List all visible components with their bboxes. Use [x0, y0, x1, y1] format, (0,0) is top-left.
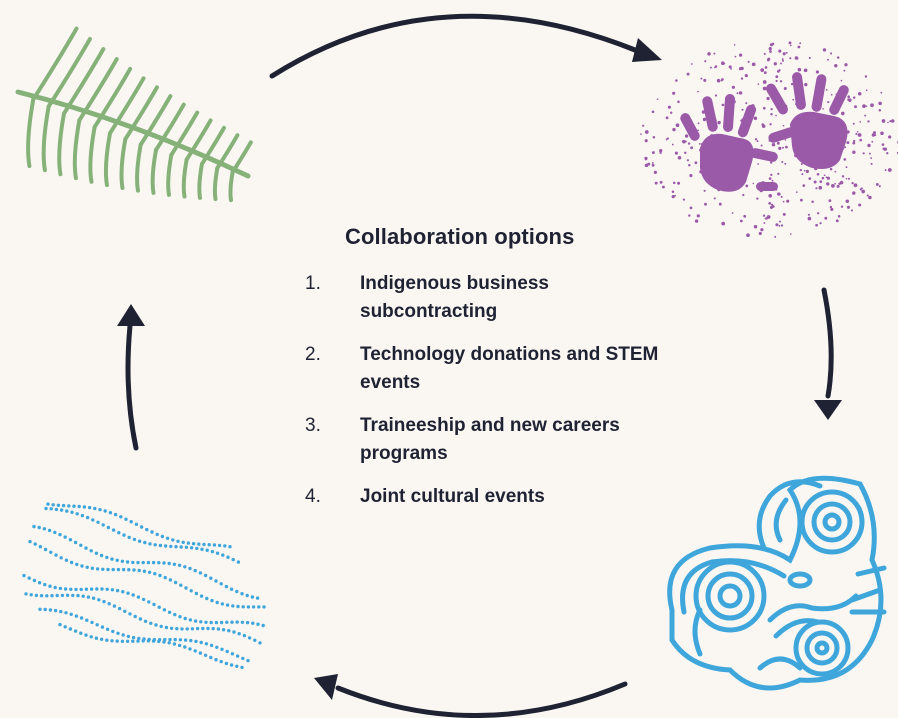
- collaboration-panel: Collaboration options 1. Indigenous busi…: [305, 226, 675, 526]
- dotted-lines-icon: [22, 502, 266, 670]
- panel-title: Collaboration options: [345, 224, 575, 249]
- item-label: Indigenous business subcontracting: [360, 273, 549, 322]
- arrow-top: [269, 13, 643, 79]
- item-number: 1.: [305, 273, 321, 294]
- list-item: 1. Indigenous business subcontracting: [305, 270, 675, 326]
- arrow-right-head: [814, 400, 842, 420]
- concentric-circles-icon: [667, 475, 887, 691]
- item-number: 3.: [305, 415, 321, 436]
- item-label: Traineeship and new careers programs: [360, 415, 620, 464]
- list-item: 3. Traineeship and new careers programs: [305, 412, 675, 468]
- arrow-bottom-head: [314, 674, 338, 700]
- item-number: 4.: [305, 486, 321, 507]
- arrow-left-head: [117, 304, 145, 326]
- arrow-right: [821, 287, 834, 399]
- options-list: 1. Indigenous business subcontracting 2.…: [305, 270, 675, 511]
- cycle-arrows: [117, 13, 842, 718]
- item-label: Technology donations and STEM events: [360, 344, 659, 393]
- arrow-bottom: [335, 681, 628, 718]
- fern-leaf-icon: [15, 26, 253, 203]
- item-label: Joint cultural events: [360, 486, 545, 507]
- item-number: 2.: [305, 344, 321, 365]
- arrow-left: [125, 323, 139, 451]
- list-item: 4. Joint cultural events: [305, 483, 675, 511]
- arrow-top-head: [632, 38, 662, 62]
- list-item: 2. Technology donations and STEM events: [305, 341, 675, 397]
- handprints-icon: [640, 41, 898, 238]
